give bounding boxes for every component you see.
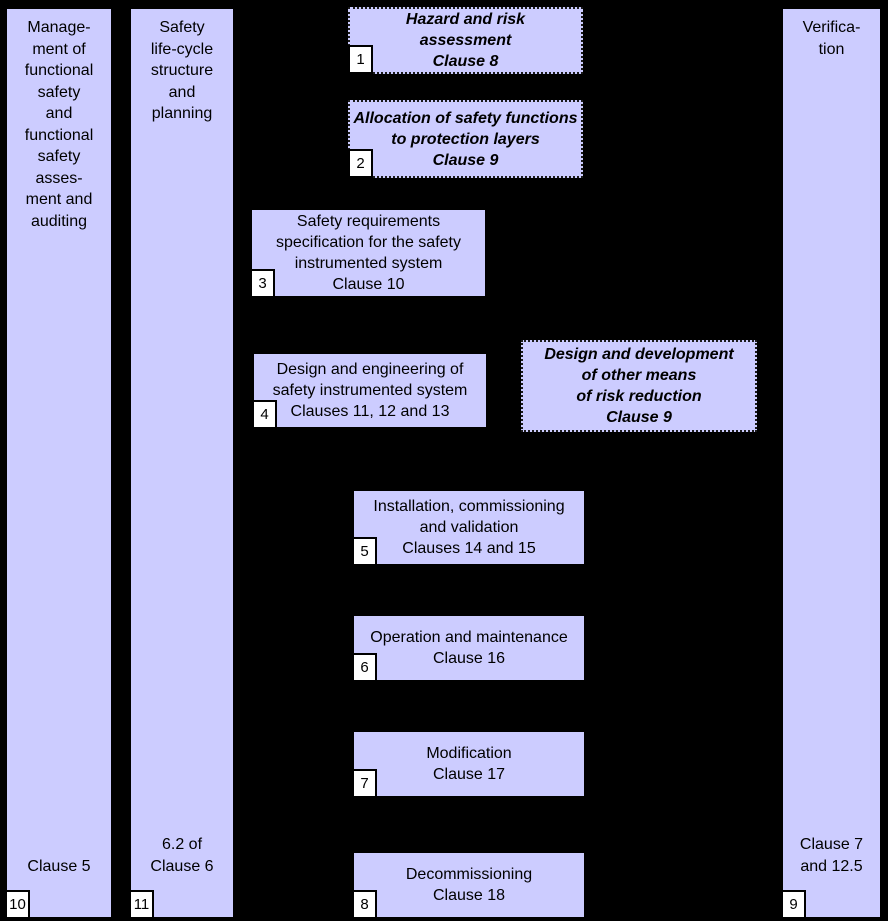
step-number-tab-8: 8	[352, 890, 377, 919]
step-number-tab-6: 6	[352, 653, 377, 682]
lifecycle-structure-column-title: Safety life-cycle structure and planning	[131, 17, 233, 125]
text-line: Safety requirements	[296, 213, 441, 230]
lifecycle-structure-column: Safety life-cycle structure and planning 6.2…	[129, 7, 235, 919]
text-line: functional	[24, 126, 94, 144]
step-number-text: 3	[258, 275, 267, 292]
step-number-tab-11: 11	[129, 890, 154, 919]
text-line: of other means	[581, 367, 697, 384]
text-line: Clause 17	[432, 766, 506, 783]
step-text: Design and engineering of safety instrume…	[254, 359, 486, 422]
step-number-text: 4	[260, 406, 269, 423]
step-text: Installation, commissioning and validatio…	[354, 496, 584, 559]
management-column: Manage-ment of functional safety and functio…	[5, 7, 113, 919]
text-line: Design and engineering of	[276, 361, 464, 378]
step-installation-commissioning-validation-box: Installation, commissioning and validatio…	[352, 489, 586, 566]
step-number-tab-2: 2	[348, 149, 373, 178]
text-line: ment and	[25, 191, 93, 208]
verification-column-clause: Clause 7 and 12.5	[783, 834, 880, 877]
step-number-text: 5	[360, 543, 369, 560]
text-line: asses-	[35, 169, 83, 187]
step-number-text: 7	[360, 775, 369, 792]
text-line: and 12.5	[800, 857, 863, 875]
text-line: and	[45, 105, 73, 122]
step-number-text: 10	[9, 896, 26, 913]
text-line: Manage-	[27, 19, 91, 36]
text-line: Clauses 14 and 15	[402, 540, 536, 557]
text-line: Clause 16	[432, 650, 506, 667]
text-line: to protection layers	[391, 130, 540, 148]
text-line: Clause 9	[432, 151, 499, 169]
step-text: Safety requirements specification for the…	[252, 211, 485, 295]
text-line: ment of	[32, 40, 86, 58]
step-number-tab-5: 5	[352, 537, 377, 566]
text-line: Clause 6	[150, 857, 214, 875]
text-line: 6.2 of	[161, 836, 203, 853]
verification-column-title: Verifica-tion	[783, 17, 880, 60]
step-number-text: 9	[789, 896, 798, 913]
text-line: Clause 9	[606, 409, 672, 426]
step-number-tab-4: 4	[252, 400, 277, 429]
text-line: assessment	[419, 32, 512, 49]
step-allocation-safety-functions-box: Allocation of safety functions to protect…	[348, 100, 583, 178]
step-text: Design and development of other means of r…	[523, 344, 755, 428]
step-design-engineering-sis-box: Design and engineering of safety instrume…	[252, 352, 488, 429]
management-column-clause: Clause 5	[7, 856, 111, 878]
text-line: planning	[151, 105, 213, 122]
verification-column: Verifica-tion Clause 7 and 12.5 9	[781, 7, 882, 919]
text-line: tion	[818, 40, 845, 58]
text-line: specification for the safety	[276, 234, 461, 251]
text-line: Design and development	[544, 346, 734, 363]
other-means-risk-reduction-box: Design and development of other means of r…	[521, 340, 757, 432]
text-line: functional	[24, 62, 94, 79]
text-line: Safety	[159, 19, 205, 36]
step-number-tab-9: 9	[781, 890, 806, 919]
text-line: and	[168, 83, 196, 101]
step-number-text: 11	[133, 896, 150, 913]
step-number-tab-3: 3	[250, 269, 275, 298]
text-line: Clause 8	[432, 53, 499, 70]
step-text: Allocation of safety functions to protect…	[350, 108, 581, 171]
text-line: auditing	[30, 212, 88, 230]
text-line: Allocation of safety functions	[353, 109, 578, 127]
step-number-text: 6	[360, 659, 369, 676]
text-line: safety instrumented system	[272, 382, 468, 399]
management-column-title: Manage-ment of functional safety and functio…	[7, 17, 111, 232]
step-number-text: 2	[356, 155, 365, 172]
text-line: of risk reduction	[576, 388, 702, 405]
text-line: structure	[150, 62, 214, 79]
step-number-text: 1	[356, 51, 365, 68]
text-line: Modification	[426, 745, 512, 762]
step-number-text: 8	[360, 896, 369, 913]
text-line: Clause 5	[27, 857, 91, 875]
text-line: Clauses 11, 12 and 13	[290, 403, 450, 420]
text-line: Verifica-	[802, 19, 861, 36]
text-line: Operation and maintenance	[370, 629, 568, 646]
text-line: safety	[37, 83, 81, 101]
text-line: and validation	[419, 519, 519, 536]
text-line: life-cycle	[150, 40, 214, 58]
text-line: Clause 10	[332, 276, 405, 293]
text-line: Decommissioning	[405, 866, 533, 883]
step-safety-requirements-specification-box: Safety requirements specification for the…	[250, 208, 487, 298]
text-line: Clause 18	[432, 887, 506, 904]
text-line: Clause 7	[799, 836, 864, 853]
lifecycle-structure-column-clause: 6.2 of Clause 6	[131, 834, 233, 877]
step-number-tab-7: 7	[352, 769, 377, 798]
step-number-tab-1: 1	[348, 45, 373, 74]
text-line: safety	[37, 148, 81, 165]
text-line: Hazard and risk	[405, 11, 526, 28]
step-number-tab-10: 10	[5, 890, 30, 919]
text-line: Installation, commissioning	[373, 498, 565, 515]
text-line: instrumented system	[294, 255, 443, 272]
